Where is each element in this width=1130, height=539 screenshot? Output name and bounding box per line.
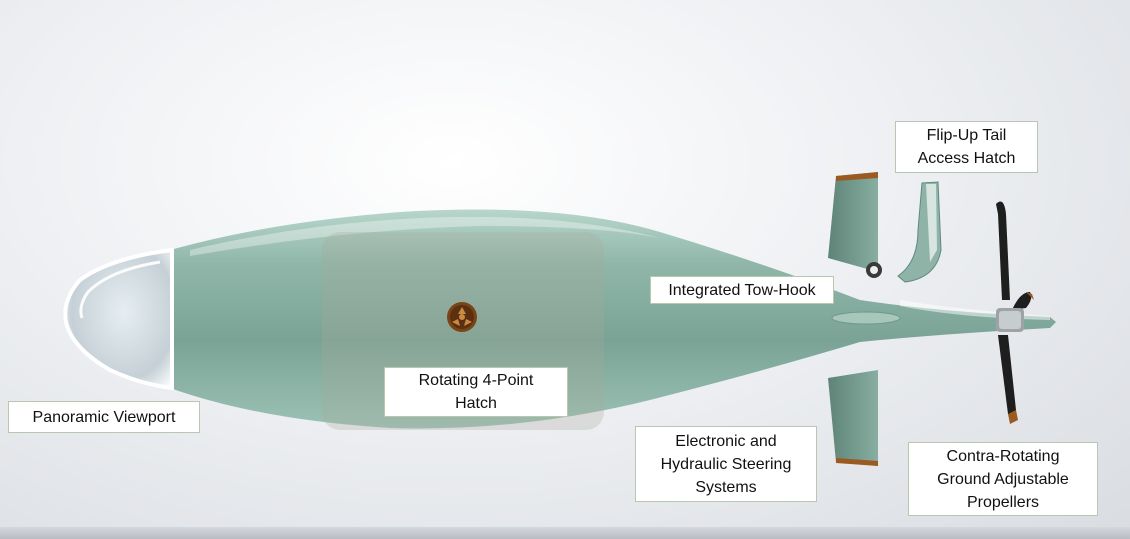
panoramic-viewport-dome [63, 247, 174, 391]
lower-stabilizer-fin [828, 370, 878, 466]
contra-rotating-propellers [996, 201, 1034, 424]
upper-fin-tip [836, 172, 878, 181]
lower-fin-tip [836, 458, 878, 466]
flip-up-tail-hatch [897, 181, 942, 283]
bottom-shadow-bar [0, 527, 1130, 539]
upper-stabilizer-fin [828, 172, 878, 272]
steering-housing [831, 311, 901, 325]
rotating-hatch-wheel [447, 302, 477, 332]
callout-panoramic-viewport: Panoramic Viewport [8, 401, 200, 433]
callout-flip-up-tail-hatch: Flip-Up Tail Access Hatch [895, 121, 1038, 173]
callout-rotating-hatch: Rotating 4-Point Hatch [384, 367, 568, 417]
callout-integrated-tow-hook: Integrated Tow-Hook [650, 276, 834, 304]
callout-propellers: Contra-Rotating Ground Adjustable Propel… [908, 442, 1098, 516]
tow-hook [866, 262, 882, 278]
callout-steering-systems: Electronic and Hydraulic Steering System… [635, 426, 817, 502]
